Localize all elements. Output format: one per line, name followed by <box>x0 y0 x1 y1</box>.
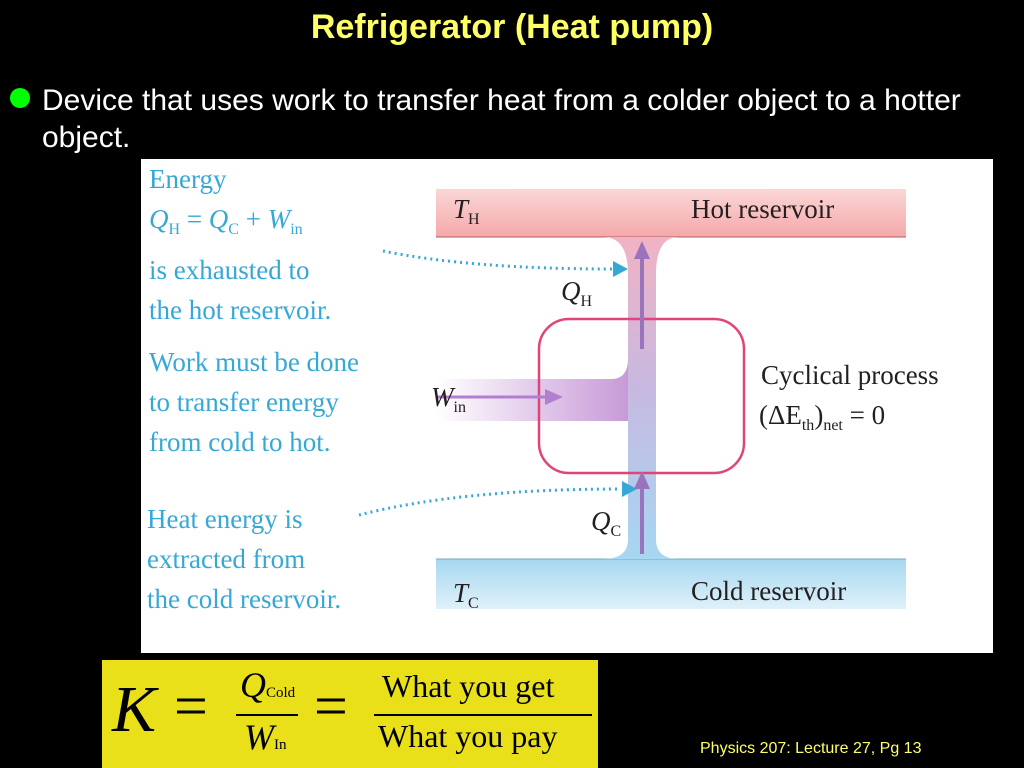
bullet-text: Device that uses work to transfer heat f… <box>42 84 961 154</box>
delta-eth-label: (ΔEth)net = 0 <box>759 400 886 434</box>
qh-arrow-icon <box>634 241 650 259</box>
heat-annotation: Heat energy is extracted from the cold r… <box>147 504 342 614</box>
formula-k: K <box>112 673 157 746</box>
win-arrow-icon <box>545 389 563 405</box>
fraction-bar-2 <box>374 714 592 716</box>
footer-page-label: Physics 207: Lecture 27, Pg 13 <box>700 740 922 757</box>
formula-what-you-pay: What you pay <box>378 718 558 754</box>
formula-denominator-w: WIn <box>244 717 287 757</box>
slide-title: Refrigerator (Heat pump) <box>310 8 714 46</box>
diagram-graphics <box>358 189 906 609</box>
cold-reservoir-band <box>436 559 906 609</box>
energy-annotation: Energy QH = QC + Win is exhausted to the… <box>149 164 332 325</box>
th-label: TH <box>453 194 480 228</box>
qc-label: QC <box>591 506 622 540</box>
cyclical-process-label: Cyclical process <box>761 360 939 390</box>
energy-equation: QH = QC + Win <box>149 204 303 238</box>
exhaust-arrowhead-icon <box>613 261 628 277</box>
work-input-pipe <box>436 359 628 421</box>
coefficient-formula: K = QCold WIn = What you get What you pa… <box>102 660 598 768</box>
exhaust-dotted-arrow <box>382 249 614 271</box>
extract-arrowhead-icon <box>622 481 637 497</box>
energy-tube <box>603 237 679 559</box>
formula-equals-1: = <box>174 673 208 739</box>
formula-what-you-get: What you get <box>382 668 555 704</box>
fraction-bar-1 <box>236 714 298 716</box>
win-label: Win <box>431 382 466 416</box>
cold-reservoir-label: Cold reservoir <box>691 576 847 606</box>
bullet-dot-icon <box>10 88 30 108</box>
refrigerator-diagram: Energy QH = QC + Win is exhausted to the… <box>141 159 993 653</box>
qc-arrow-icon <box>634 471 650 489</box>
work-annotation: Work must be done to transfer energy fro… <box>149 347 360 457</box>
formula-numerator-q: QCold <box>240 665 296 705</box>
hot-reservoir-label: Hot reservoir <box>691 194 835 224</box>
hot-reservoir-band <box>436 189 906 237</box>
qh-label: QH <box>561 276 593 310</box>
tc-label: TC <box>453 578 479 612</box>
formula-equals-2: = <box>314 673 348 739</box>
extract-dotted-arrow <box>358 487 622 517</box>
